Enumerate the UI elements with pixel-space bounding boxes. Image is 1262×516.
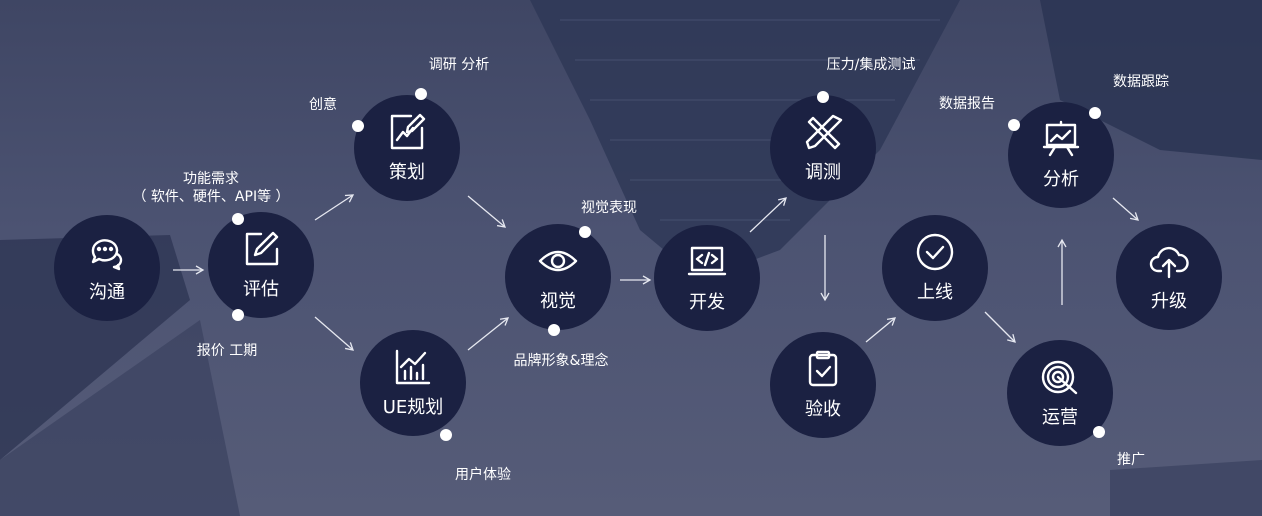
code-monitor-icon — [687, 246, 727, 276]
note-requirements-title: 功能需求 — [183, 171, 239, 187]
node-label: UE规划 — [382, 397, 444, 418]
arrow — [314, 194, 355, 221]
node-label: 调测 — [805, 162, 841, 183]
node-visual: 视觉 — [505, 224, 611, 330]
annotation-dot — [1089, 107, 1101, 119]
eye-icon — [538, 250, 578, 272]
node-evaluate: 评估 — [208, 212, 314, 318]
node-analyze: 分析 — [1008, 102, 1114, 208]
node-label: 运营 — [1042, 407, 1078, 428]
edit-icon — [245, 231, 279, 266]
design-pen-icon — [390, 113, 426, 150]
annotation-dot — [817, 91, 829, 103]
annotation-dot — [548, 324, 560, 336]
node-label: 开发 — [689, 292, 725, 313]
cloud-upload-icon — [1149, 246, 1189, 279]
note-visual-expression: 视觉表现 — [581, 200, 637, 216]
node-communicate: 沟通 — [54, 215, 160, 321]
node-label: 沟通 — [89, 282, 125, 303]
note-promotion: 推广 — [1117, 452, 1145, 468]
arrow — [314, 316, 354, 351]
annotation-dot — [1093, 426, 1105, 438]
node-label: 评估 — [243, 279, 279, 300]
arrow — [984, 311, 1016, 343]
node-ue: UE规划 — [360, 330, 466, 436]
target-icon — [1041, 360, 1078, 395]
node-plan: 策划 — [354, 95, 460, 201]
note-testing: 压力/集成测试 — [826, 57, 916, 73]
annotation-dot — [352, 120, 364, 132]
note-quote: 报价 工期 — [196, 343, 258, 359]
node-label: 策划 — [389, 162, 425, 183]
node-label: 视觉 — [540, 291, 576, 312]
presentation-board-icon — [1042, 120, 1080, 157]
note-creative: 创意 — [309, 97, 337, 113]
node-debug: 调测 — [770, 95, 876, 201]
node-label: 分析 — [1043, 169, 1079, 190]
annotation-dot — [440, 429, 452, 441]
node-label: 验收 — [805, 399, 841, 420]
note-ux: 用户体验 — [455, 467, 511, 483]
annotation-dot — [232, 309, 244, 321]
node-label: 上线 — [917, 282, 953, 303]
check-circle-icon — [916, 233, 954, 271]
note-brand: 品牌形象&理念 — [513, 353, 609, 369]
annotation-dot — [232, 213, 244, 225]
arrow — [1112, 197, 1139, 221]
node-upgrade: 升级 — [1116, 224, 1222, 330]
note-requirements: 功能需求 （ 软件、硬件、API等 ） — [132, 170, 289, 206]
clipboard-check-icon — [808, 350, 838, 387]
ruler-pencil-icon — [805, 114, 843, 150]
arrow — [865, 317, 897, 343]
note-data-report: 数据报告 — [939, 96, 995, 112]
chat-bubbles-icon — [91, 239, 123, 271]
annotation-dot — [1008, 119, 1020, 131]
node-label: 升级 — [1151, 291, 1187, 312]
bar-chart-icon — [395, 349, 431, 385]
arrow — [749, 197, 787, 233]
note-requirements-detail: （ 软件、硬件、API等 ） — [132, 189, 290, 205]
node-develop: 开发 — [654, 225, 760, 331]
arrow — [467, 317, 510, 351]
node-launch: 上线 — [882, 215, 988, 321]
node-accept: 验收 — [770, 332, 876, 438]
note-data-tracking: 数据跟踪 — [1113, 74, 1169, 90]
annotation-dot — [579, 226, 591, 238]
note-research: 调研 分析 — [428, 57, 490, 73]
arrow — [467, 195, 507, 228]
annotation-dot — [415, 88, 427, 100]
